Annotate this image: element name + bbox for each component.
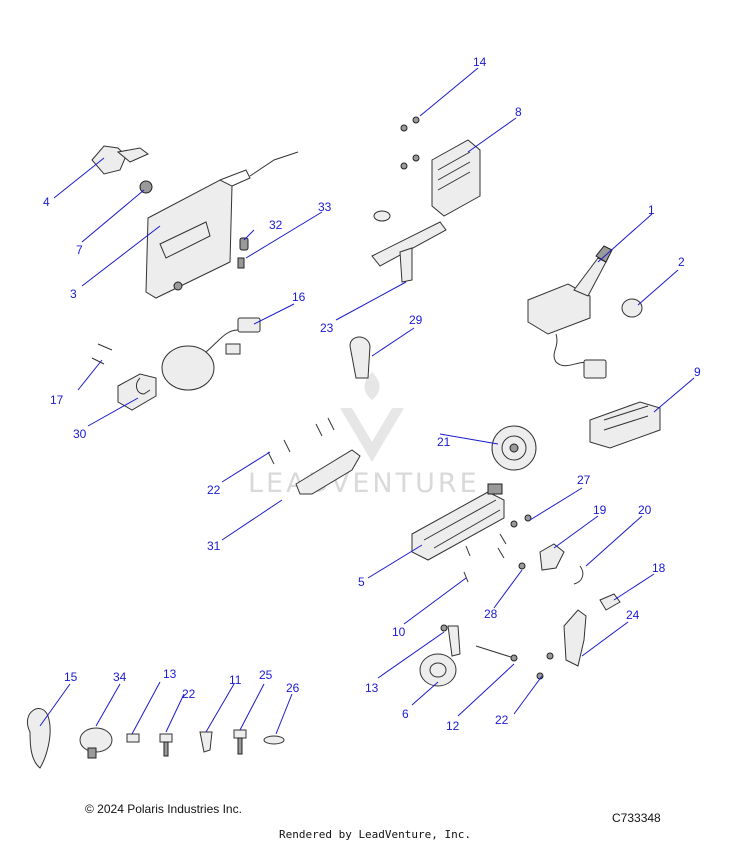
watermark-text: LEADVENTURE bbox=[248, 468, 480, 499]
callout-11: 11 bbox=[229, 673, 242, 687]
callout-28: 28 bbox=[484, 607, 498, 621]
part-illustrations bbox=[27, 116, 661, 769]
callouts: 1 2 3 4 5 6 7 8 9 10 11 12 13 13 14 15 1… bbox=[43, 55, 701, 733]
callout-3: 3 bbox=[70, 287, 77, 301]
callout-15: 15 bbox=[64, 670, 78, 684]
callout-31: 31 bbox=[207, 539, 221, 553]
callout-6: 6 bbox=[402, 707, 409, 721]
callout-14: 14 bbox=[473, 55, 487, 69]
rendered-by-text: Rendered by LeadVenture, Inc. bbox=[278, 828, 472, 841]
diagram-code: C733348 bbox=[612, 811, 661, 825]
callout-22-lower-right: 22 bbox=[495, 713, 509, 727]
callout-8: 8 bbox=[515, 105, 522, 119]
callout-13-lower: 13 bbox=[365, 681, 379, 695]
watermark-logo bbox=[340, 372, 404, 462]
callout-22-upper: 22 bbox=[207, 483, 221, 497]
callout-12: 12 bbox=[446, 719, 460, 733]
callout-25: 25 bbox=[259, 668, 273, 682]
leader-lines bbox=[39, 67, 695, 735]
callout-33: 33 bbox=[318, 200, 332, 214]
callout-29: 29 bbox=[409, 313, 423, 327]
callout-23: 23 bbox=[320, 321, 334, 335]
callout-34: 34 bbox=[113, 670, 127, 684]
callout-27: 27 bbox=[577, 473, 591, 487]
callout-21: 21 bbox=[437, 435, 451, 449]
callout-2: 2 bbox=[678, 255, 685, 269]
callout-22-bottom: 22 bbox=[182, 687, 196, 701]
callout-4: 4 bbox=[43, 195, 50, 209]
callout-30: 30 bbox=[73, 427, 87, 441]
callout-24: 24 bbox=[626, 608, 640, 622]
callout-19: 19 bbox=[593, 503, 607, 517]
callout-26: 26 bbox=[286, 681, 300, 695]
callout-7: 7 bbox=[76, 243, 83, 257]
callout-16: 16 bbox=[292, 290, 306, 304]
callout-9: 9 bbox=[694, 365, 701, 379]
callout-5: 5 bbox=[358, 575, 365, 589]
callout-17: 17 bbox=[50, 393, 64, 407]
callout-20: 20 bbox=[638, 503, 652, 517]
callout-18: 18 bbox=[652, 561, 666, 575]
callout-13-upper: 13 bbox=[163, 667, 177, 681]
callout-1: 1 bbox=[648, 203, 655, 217]
callout-32: 32 bbox=[269, 218, 283, 232]
copyright-text: © 2024 Polaris Industries Inc. bbox=[85, 802, 242, 816]
callout-10: 10 bbox=[392, 625, 406, 639]
